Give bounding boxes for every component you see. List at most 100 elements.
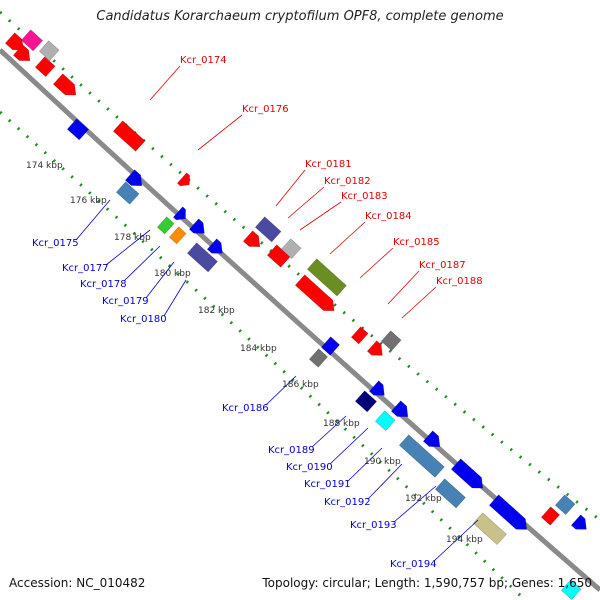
forward-gene-label[interactable]: Kcr_0188 [436,276,483,287]
label-leader-line [347,447,383,482]
label-leader-line [367,463,403,500]
inner-dot-line [0,110,527,600]
label-leader-line [299,201,342,231]
gene-labels: Kcr_0174Kcr_0176Kcr_0181Kcr_0182Kcr_0183… [32,55,483,570]
tick-label: 176 kbp [70,196,107,206]
gene-arrow [398,434,445,478]
label-leader-line [265,375,297,406]
tick-label: 182 kbp [198,306,235,316]
topology-text: Topology: circular; Length: 1,590,757 bp… [262,576,592,590]
forward-gene-label[interactable]: Kcr_0185 [393,237,440,248]
tick-label: 184 kbp [240,344,277,354]
forward-gene-label[interactable]: Kcr_0174 [180,55,227,66]
gene-arrow [350,326,369,345]
gene-arrow [254,216,282,243]
forward-gene-label[interactable]: Kcr_0181 [305,159,352,170]
tick-labels: 174 kbp 176 kbp 178 kbp 180 kbp 182 kbp 184 k… [26,161,483,545]
gene-arrow [434,478,466,509]
reverse-gene-label[interactable]: Kcr_0178 [80,279,127,290]
label-leader-line [359,247,394,279]
gene-arrow [570,514,587,530]
label-leader-line [145,261,175,299]
gene-arrow [366,340,383,356]
label-leader-line [163,279,187,317]
reverse-gene-label[interactable]: Kcr_0186 [222,403,269,414]
reverse-gene-label[interactable]: Kcr_0177 [62,263,109,274]
gene-arrow [554,494,576,515]
gene-arrow [12,44,31,62]
reverse-gene-label[interactable]: Kcr_0179 [102,296,149,307]
label-leader-line [311,415,347,448]
gene-arrow [206,238,223,254]
gene-arrow [306,258,347,297]
tick-label: 188 kbp [323,419,360,429]
gene-arrow [354,390,377,413]
tick-label: 174 kbp [26,161,63,171]
reverse-gene-label[interactable]: Kcr_0191 [304,479,351,490]
gene-arrow [320,336,341,356]
forward-gene-label[interactable]: Kcr_0183 [341,191,388,202]
gene-arrow [52,73,77,96]
gene-arrow [540,506,561,526]
gene-arrow [156,216,175,235]
accession-text: Accession: NC_010482 [9,576,146,590]
label-leader-line [105,229,151,266]
gene-arrow [374,410,396,431]
gene-arrow [294,274,335,312]
gene-arrow [242,230,261,248]
gene-arrow [34,56,56,77]
gene-arrow [168,226,187,245]
forward-gene-label[interactable]: Kcr_0187 [419,260,466,271]
gene-arrow [280,238,302,259]
label-leader-line [275,169,306,207]
gene-arrow [450,458,484,489]
gene-arrow [188,218,205,234]
gene-arrow [176,172,190,187]
reverse-gene-label[interactable]: Kcr_0175 [32,238,79,249]
gene-arrow [38,40,60,61]
forward-gene-label[interactable]: Kcr_0184 [365,211,412,222]
label-leader-line [329,427,369,465]
label-leader-line [197,114,243,151]
tick-label: 192 kbp [405,494,442,504]
tick-label: 186 kbp [282,380,319,390]
label-leader-line [401,286,437,319]
reverse-gene-label[interactable]: Kcr_0190 [286,462,333,473]
tick-label: 194 kbp [446,535,483,545]
reverse-gene-label[interactable]: Kcr_0192 [324,497,371,508]
gene-arrow [308,348,329,368]
gene-arrow [422,430,441,448]
gene-arrow [472,512,507,546]
label-leader-line [149,65,181,101]
forward-gene-label[interactable]: Kcr_0176 [242,104,289,115]
reverse-gene-label[interactable]: Kcr_0189 [268,445,315,456]
reverse-gene-label[interactable]: Kcr_0180 [120,314,167,325]
gene-arrow [368,380,385,396]
label-leader-line [329,221,366,255]
tick-label: 178 kbp [114,233,151,243]
gene-arrow [112,120,146,152]
gene-arrow [380,330,402,351]
map-title: Candidatus Korarchaeum cryptofilum OPF8,… [96,9,504,24]
forward-gene-label[interactable]: Kcr_0182 [324,176,371,187]
tick-dot-lines [0,10,600,600]
gene-arrow [172,206,186,221]
label-leader-line [393,485,437,523]
label-leader-line [123,245,161,282]
gene-features [4,29,587,600]
gene-arrow [488,494,528,530]
reverse-gene-label[interactable]: Kcr_0193 [350,520,397,531]
gene-arrow [186,242,218,273]
reverse-gene-label[interactable]: Kcr_0194 [390,559,437,570]
label-leader-line [387,270,420,305]
gene-arrow [66,118,89,141]
gene-arrow [20,29,43,52]
tick-label: 180 kbp [154,269,191,279]
label-leader-line [433,519,479,562]
gene-arrow [124,169,143,187]
label-leader-line [287,186,325,219]
gene-arrow [115,181,140,205]
label-leader-line [75,199,111,241]
